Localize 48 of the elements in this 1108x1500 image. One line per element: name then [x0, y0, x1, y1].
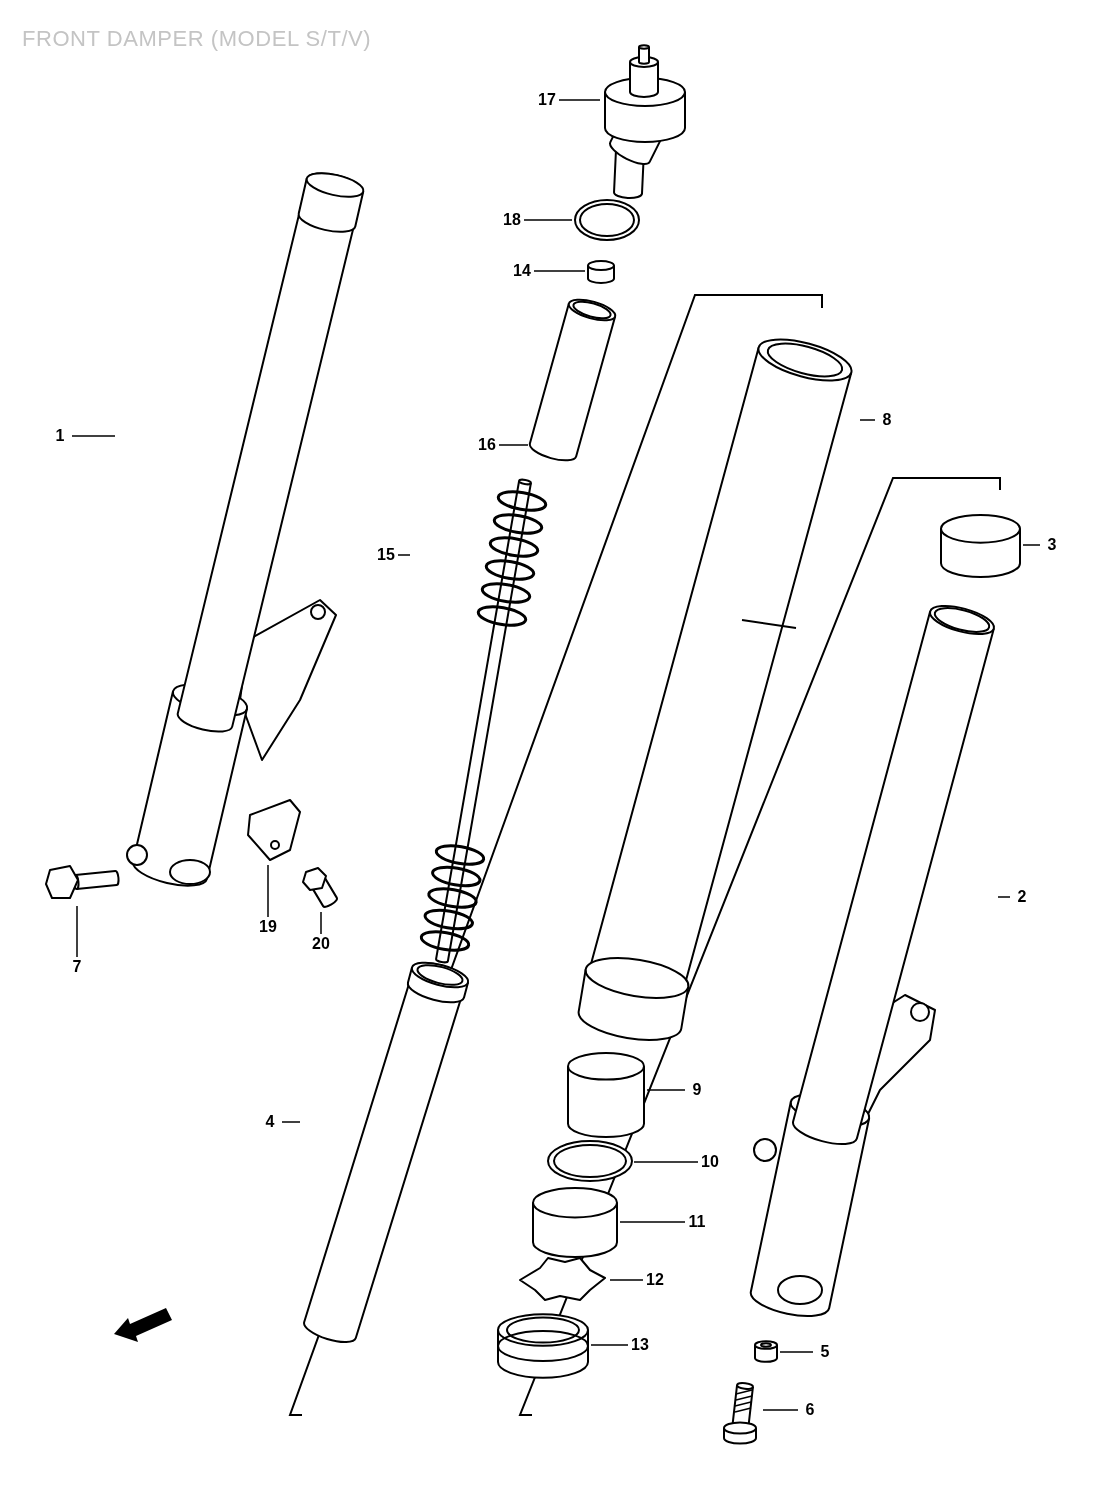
callout-number: 5 [820, 1344, 830, 1360]
callout-number: 11 [688, 1214, 706, 1230]
leader-line [558, 99, 601, 101]
washer-drawing [546, 1139, 634, 1185]
callout-number: 8 [882, 412, 892, 428]
callout-number: 17 [538, 92, 556, 108]
callout-number: 7 [72, 959, 82, 975]
bushing-drawing [530, 1185, 620, 1260]
callout-number: 10 [701, 1154, 719, 1170]
bushing-drawing [565, 1050, 647, 1140]
callout-number: 16 [478, 437, 496, 453]
leader-line [281, 1121, 301, 1123]
callout-number: 13 [631, 1337, 649, 1353]
callout-number: 20 [312, 936, 330, 952]
callout-number: 6 [805, 1402, 815, 1418]
leader-line [859, 419, 876, 421]
leader-line [762, 1409, 799, 1411]
leader-line [619, 1221, 686, 1223]
bushing-drawing [938, 512, 1023, 580]
leader-line [533, 270, 586, 272]
callout-number: 2 [1017, 889, 1027, 905]
leader-line [267, 864, 269, 918]
callout-number: 9 [692, 1082, 702, 1098]
leader-line [71, 435, 116, 437]
leader-line [609, 1279, 644, 1281]
callout-number: 4 [265, 1114, 275, 1130]
leader-line [997, 896, 1011, 898]
callout-number: 12 [646, 1272, 664, 1288]
leader-line [76, 905, 78, 958]
leader-line [1022, 544, 1041, 546]
callout-number: 1 [55, 428, 65, 444]
leader-line [646, 1089, 686, 1091]
callout-number: 3 [1047, 537, 1057, 553]
leader-line [523, 219, 573, 221]
nut-drawing [585, 258, 617, 286]
callout-number: 19 [259, 919, 277, 935]
callout-number: 15 [377, 547, 395, 563]
callout-number: 18 [503, 212, 521, 228]
nut-drawing [752, 1337, 780, 1365]
leader-line [779, 1351, 814, 1353]
o-ring-drawing [572, 198, 642, 243]
title: FRONT DAMPER (MODEL S/T/V) [22, 25, 372, 53]
callout-number: 14 [513, 263, 531, 279]
leader-line [590, 1344, 629, 1346]
leader-line [633, 1161, 699, 1163]
leader-line [498, 444, 529, 446]
leader-line [320, 911, 322, 935]
leader-line [397, 554, 411, 556]
